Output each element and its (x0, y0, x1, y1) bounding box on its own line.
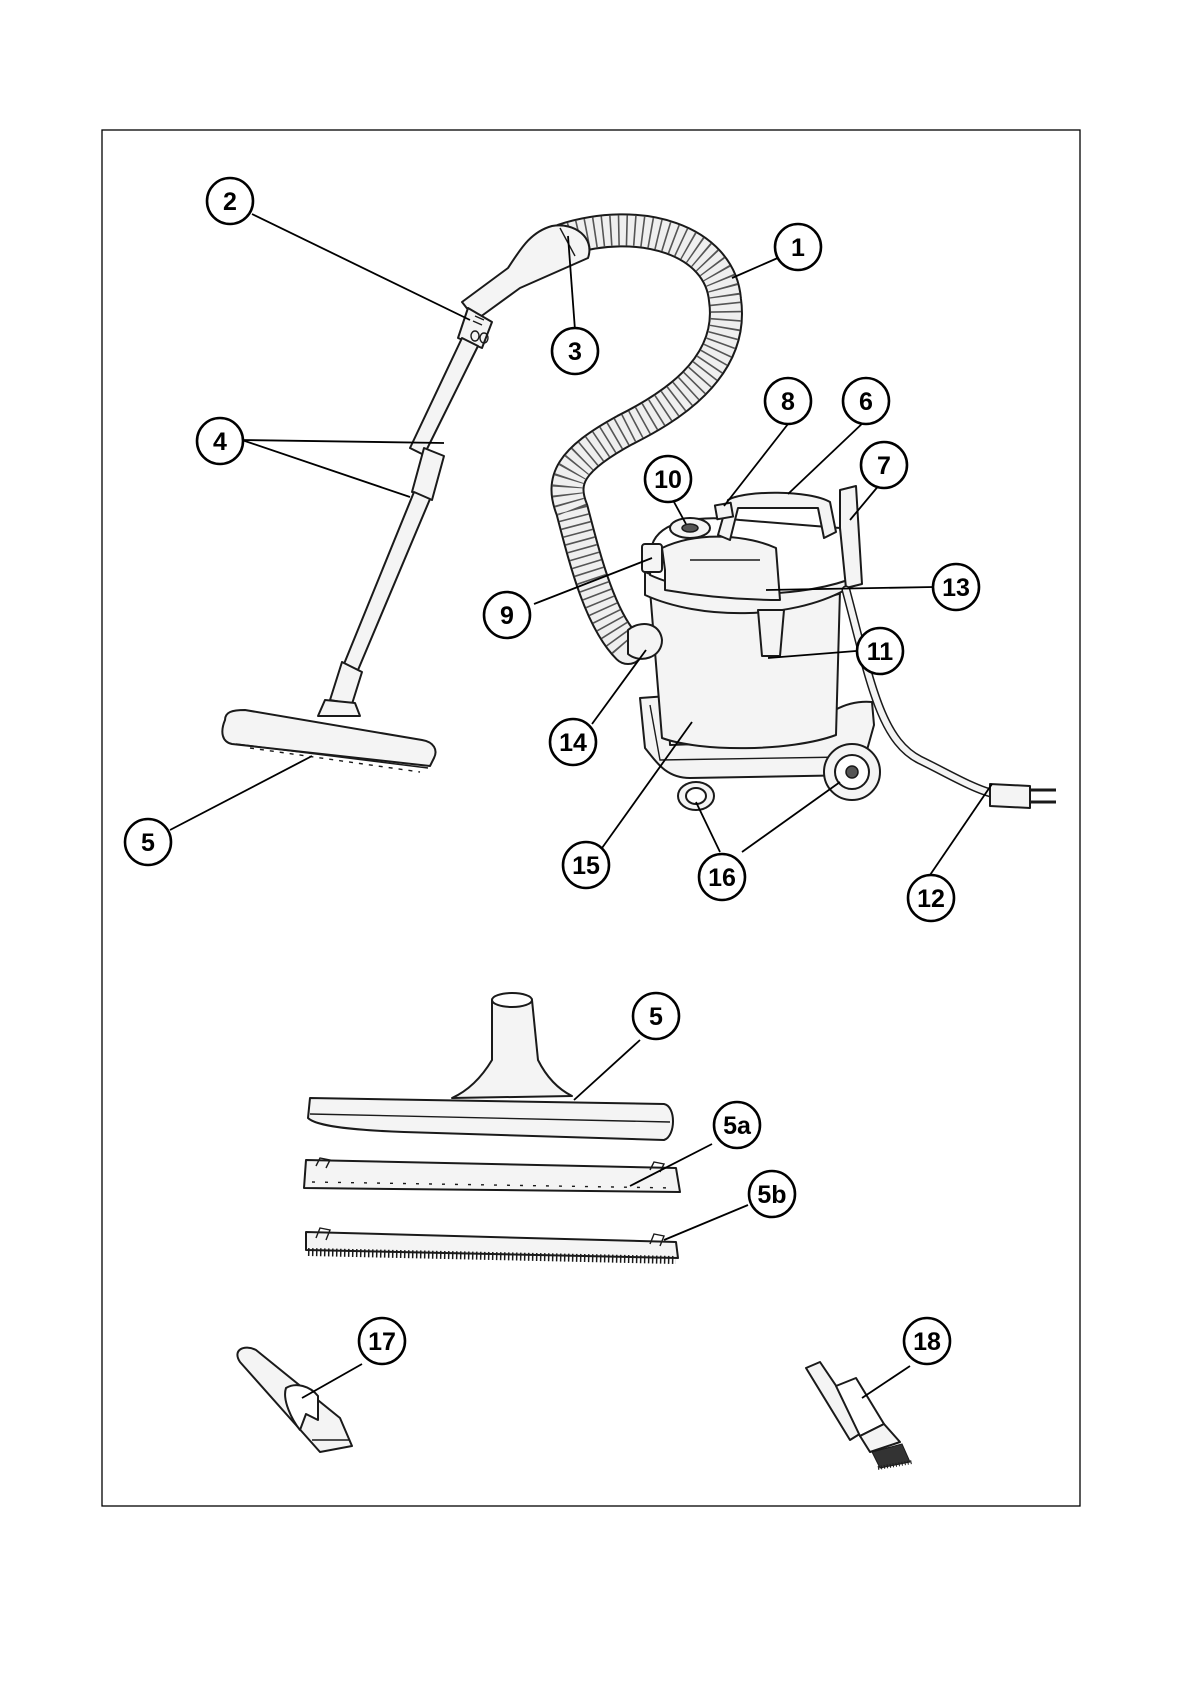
callout-label: 3 (568, 338, 582, 366)
callout-label: 17 (368, 1328, 396, 1356)
callout-9: 9 (484, 592, 530, 638)
squeegee-insert (304, 1158, 680, 1192)
brush-insert (306, 1228, 678, 1260)
callout-6: 6 (843, 378, 889, 424)
leader-5 (170, 756, 312, 830)
callout-label: 5b (757, 1181, 786, 1209)
floor-nozzle-assembled (222, 662, 435, 772)
callout-label: 15 (572, 852, 600, 880)
callout-7: 7 (861, 442, 907, 488)
leader-5-detail (574, 1040, 640, 1100)
blow-port (670, 518, 710, 538)
leader-4b (242, 440, 410, 497)
callout-5b: 5b (749, 1171, 795, 1217)
leader-5b (664, 1205, 748, 1240)
callout-5-detail: 5 (633, 993, 679, 1039)
callout-label: 1 (791, 234, 805, 262)
callout-8: 8 (765, 378, 811, 424)
floor-nozzle-detail (308, 993, 673, 1140)
callout-label: 9 (500, 602, 514, 630)
callout-4: 4 (197, 418, 243, 464)
callout-label: 12 (917, 885, 945, 913)
leader-1 (732, 257, 780, 278)
leader-17 (302, 1364, 362, 1398)
leader-6 (788, 420, 866, 494)
callout-3: 3 (552, 328, 598, 374)
callout-12: 12 (908, 875, 954, 921)
callout-label: 18 (913, 1328, 941, 1356)
callout-label: 7 (877, 452, 891, 480)
callout-label: 10 (654, 466, 682, 494)
leader-16a (696, 802, 720, 852)
callout-label: 16 (708, 864, 736, 892)
leader-2 (252, 214, 470, 320)
callout-5a: 5a (714, 1102, 760, 1148)
callout-10: 10 (645, 456, 691, 502)
extension-tubes (344, 338, 478, 670)
leader-12 (930, 784, 992, 875)
callout-18: 18 (904, 1318, 950, 1364)
callout-label: 2 (223, 188, 237, 216)
suction-inlet (628, 624, 662, 659)
callout-1: 1 (775, 224, 821, 270)
callout-13: 13 (933, 564, 979, 610)
callout-label: 4 (213, 428, 227, 456)
callout-label: 5a (723, 1112, 752, 1140)
callout-15: 15 (563, 842, 609, 888)
callout-label: 8 (781, 388, 795, 416)
callout-5: 5 (125, 819, 171, 865)
brush-nozzle (806, 1362, 912, 1468)
callout-label: 6 (859, 388, 873, 416)
callout-17: 17 (359, 1318, 405, 1364)
callout-label: 14 (559, 729, 587, 757)
callout-label: 11 (867, 638, 894, 666)
callout-14: 14 (550, 719, 596, 765)
callout-11: 11 (857, 628, 903, 674)
clamp (758, 610, 784, 656)
callout-2: 2 (207, 178, 253, 224)
callout-label: 5 (141, 829, 155, 857)
callout-16: 16 (699, 854, 745, 900)
leader-18 (862, 1366, 910, 1398)
callout-label: 5 (649, 1003, 663, 1031)
leader-16b (742, 782, 840, 852)
crevice-nozzle (237, 1348, 352, 1452)
callout-label: 13 (942, 574, 970, 602)
